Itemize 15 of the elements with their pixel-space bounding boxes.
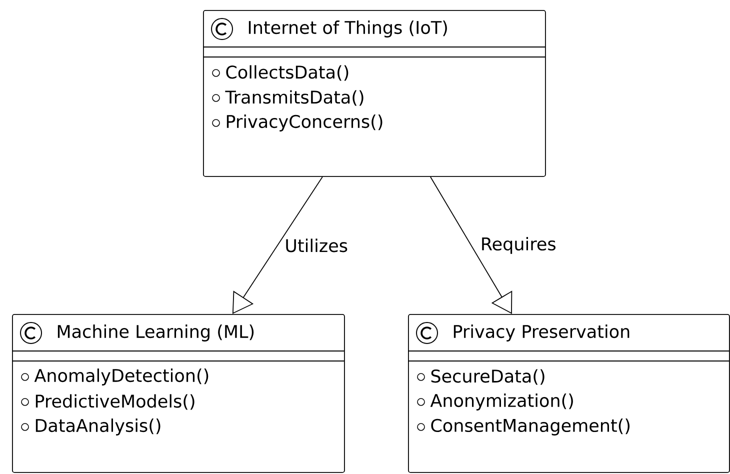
method-text: Anonymization() — [417, 394, 573, 410]
method-text: ConsentManagement() — [417, 418, 630, 436]
class-name: Machine Learning (ML) — [58, 324, 254, 342]
method-text: AnomalyDetection() — [21, 368, 208, 386]
method-text: PrivacyConcerns() — [212, 114, 382, 132]
method-text: SecureData() — [417, 369, 544, 385]
class-name: Privacy Preservation — [454, 324, 630, 342]
edge-label: Requires — [479, 236, 558, 255]
class-name: Internet of Things (IoT) — [248, 20, 447, 38]
method-text: TransmitsData() — [212, 90, 364, 106]
method-text: CollectsData() — [212, 65, 348, 81]
method-text: DataAnalysis() — [21, 418, 160, 436]
method-text: PredictiveModels() — [21, 394, 194, 410]
arrow — [430, 176, 512, 314]
edge-label: Utilizes — [284, 238, 349, 254]
